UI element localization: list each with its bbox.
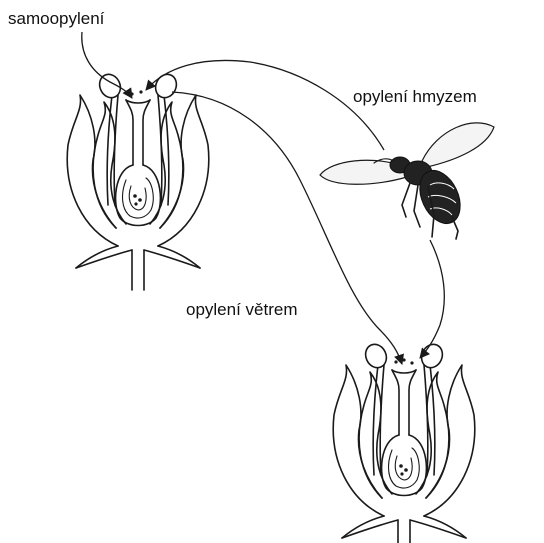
label-wind-pollination: opylení větrem <box>186 300 298 319</box>
flower-top <box>67 71 209 290</box>
label-self-pollination: samoopylení <box>8 9 105 28</box>
label-insect-pollination: opylení hmyzem <box>353 87 477 106</box>
arrow-wind-pollination <box>172 92 402 364</box>
bee-icon <box>320 123 494 239</box>
flower-bottom <box>333 341 475 543</box>
arrow-insect-to-bottom-flower <box>420 240 444 358</box>
